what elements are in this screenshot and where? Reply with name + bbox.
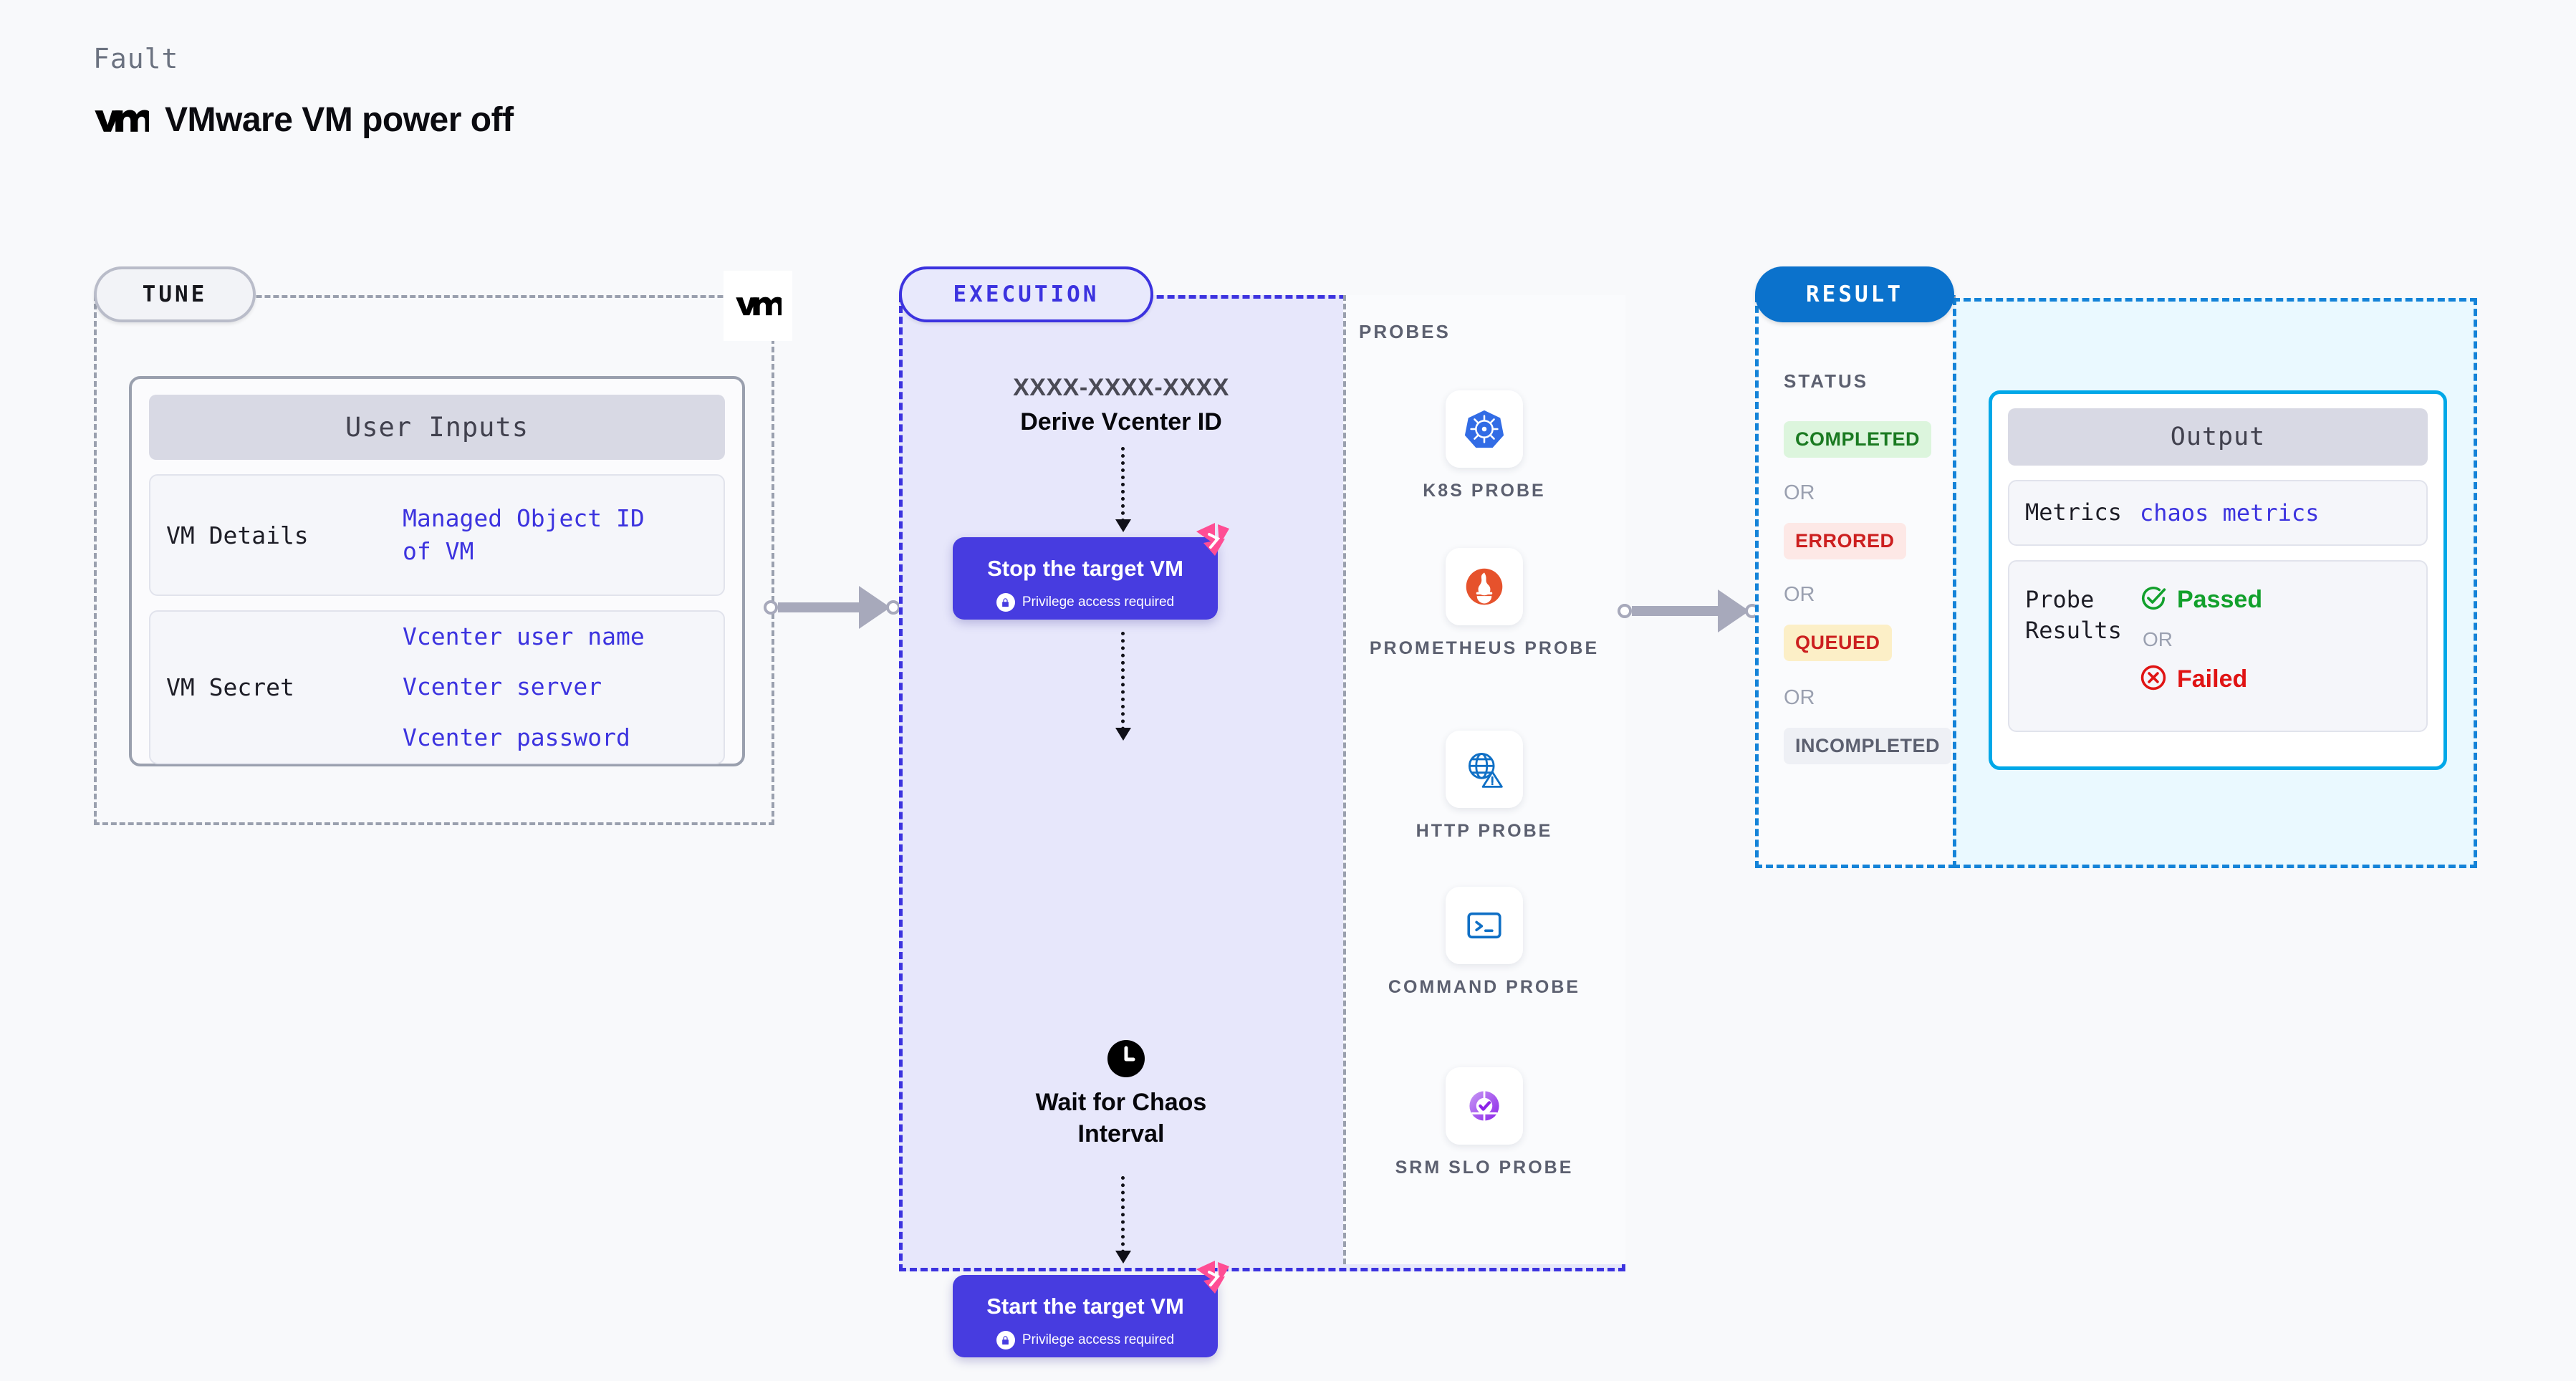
row-key: VM Secret	[166, 673, 294, 701]
or-separator: OR	[2143, 628, 2173, 650]
probe-result-failed: Failed	[2140, 664, 2262, 695]
connector-line	[1632, 606, 1719, 616]
connector-arrowhead	[1718, 590, 1749, 632]
step-note-text: Privilege access required	[1022, 595, 1175, 610]
probes-label: PROBES	[1359, 321, 1451, 342]
tune-row-vm-details: VM Details Managed Object ID of VM	[149, 474, 725, 596]
step-title: Stop the target VM	[987, 556, 1183, 581]
prometheus-icon	[1446, 548, 1523, 625]
probe-item-http[interactable]: HTTP PROBE	[1343, 731, 1625, 844]
row-value[interactable]: Vcenter user name	[403, 622, 645, 651]
connector-end-dot	[886, 600, 900, 615]
step-title: Start the target VM	[986, 1294, 1184, 1319]
row-value[interactable]: chaos metrics	[2140, 499, 2320, 526]
tune-row-vm-secret: VM Secret Vcenter user name Vcenter serv…	[149, 610, 725, 764]
connector-execution-to-result	[1618, 590, 1759, 632]
flow-arrow-1	[1115, 447, 1131, 532]
srm-slo-icon	[1446, 1067, 1523, 1145]
probe-label: K8S PROBE	[1423, 481, 1546, 501]
title-row: VMware VM power off	[93, 100, 514, 140]
lock-icon	[996, 593, 1015, 612]
status-label: STATUS	[1784, 370, 1869, 392]
probe-result-passed: Passed	[2140, 584, 2262, 615]
row-key: VM Details	[166, 521, 309, 549]
tune-stage-badge[interactable]: TUNE	[94, 266, 256, 322]
result-stage-badge[interactable]: RESULT	[1755, 266, 1954, 322]
connector-start-dot	[1618, 604, 1632, 618]
user-inputs-title: User Inputs	[149, 395, 725, 460]
probe-item-command[interactable]: COMMAND PROBE	[1343, 887, 1625, 1000]
step-privilege-note: Privilege access required	[953, 1331, 1218, 1349]
failed-label: Failed	[2177, 665, 2248, 693]
row-key: Probe Results	[2025, 586, 2122, 645]
row-value[interactable]: Vcenter password	[403, 723, 630, 751]
probe-label: HTTP PROBE	[1416, 821, 1553, 841]
result-panel	[1755, 295, 1956, 868]
execution-stage-badge[interactable]: EXECUTION	[899, 266, 1153, 322]
http-globe-warning-icon	[1446, 731, 1523, 808]
clock-icon	[1107, 1040, 1145, 1077]
or-separator: OR	[1784, 686, 1815, 709]
connector-arrowhead	[859, 586, 890, 629]
probe-label: PROMETHEUS PROBE	[1369, 638, 1600, 658]
output-row-probe-results: Probe Results Passed OR	[2008, 560, 2428, 732]
kubernetes-icon	[1446, 390, 1523, 468]
probe-item-k8s[interactable]: K8S PROBE	[1343, 390, 1625, 504]
output-card: Output Metrics chaos metrics Probe Resul…	[1989, 390, 2447, 770]
derive-vcenter-id-value: XXXX-XXXX-XXXX	[1013, 374, 1229, 401]
passed-label: Passed	[2177, 586, 2263, 613]
step-card-stop-vm[interactable]: Stop the target VM Privilege access requ…	[953, 523, 1229, 620]
step-card-start-vm[interactable]: Start the target VM Privilege access req…	[953, 1261, 1229, 1357]
tune-panel	[94, 295, 774, 825]
derive-vcenter-id-label: Derive Vcenter ID	[1020, 408, 1222, 436]
page-header: Fault VMware VM power off	[93, 43, 514, 140]
check-circle-icon	[2140, 584, 2167, 615]
or-separator: OR	[1784, 481, 1815, 504]
row-value[interactable]: Managed Object ID	[403, 504, 645, 532]
or-separator: OR	[1784, 583, 1815, 606]
chaos-flag-icon	[1193, 521, 1231, 559]
x-circle-icon	[2140, 664, 2167, 695]
row-value[interactable]: of VM	[403, 537, 474, 565]
probe-item-prometheus[interactable]: PROMETHEUS PROBE	[1343, 548, 1625, 661]
output-title: Output	[2008, 408, 2428, 466]
vmware-vm-logo-icon	[93, 106, 153, 135]
connector-line	[778, 602, 860, 612]
status-badge-errored: ERRORED	[1784, 523, 1906, 559]
step-note-text: Privilege access required	[1022, 1332, 1175, 1347]
lock-icon	[996, 1331, 1015, 1349]
status-badge-incompleted: INCOMPLETED	[1784, 728, 1952, 764]
connector-tune-to-execution	[764, 586, 900, 629]
connector-start-dot	[764, 600, 778, 615]
eyebrow-label: Fault	[93, 43, 179, 74]
row-key: Metrics	[2025, 499, 2122, 526]
probe-label: COMMAND PROBE	[1388, 977, 1581, 997]
user-inputs-card: User Inputs VM Details Managed Object ID…	[129, 376, 745, 766]
row-value[interactable]: Vcenter server	[403, 673, 602, 701]
flow-arrow-3	[1115, 1176, 1131, 1264]
probe-item-srm-slo[interactable]: SRM SLO PROBE	[1343, 1067, 1625, 1180]
terminal-icon	[1446, 887, 1523, 964]
flow-arrow-2	[1115, 632, 1131, 741]
step-privilege-note: Privilege access required	[953, 593, 1218, 612]
vmware-logo-chip	[724, 271, 792, 341]
status-badge-queued: QUEUED	[1784, 625, 1892, 661]
page-title: VMware VM power off	[165, 101, 514, 139]
probe-label: SRM SLO PROBE	[1395, 1158, 1574, 1178]
execution-flow: XXXX-XXXX-XXXX Derive Vcenter ID Stop th…	[899, 295, 1343, 1357]
status-badge-completed: COMPLETED	[1784, 421, 1932, 458]
chaos-flag-icon	[1193, 1259, 1231, 1296]
output-row-metrics: Metrics chaos metrics	[2008, 480, 2428, 546]
